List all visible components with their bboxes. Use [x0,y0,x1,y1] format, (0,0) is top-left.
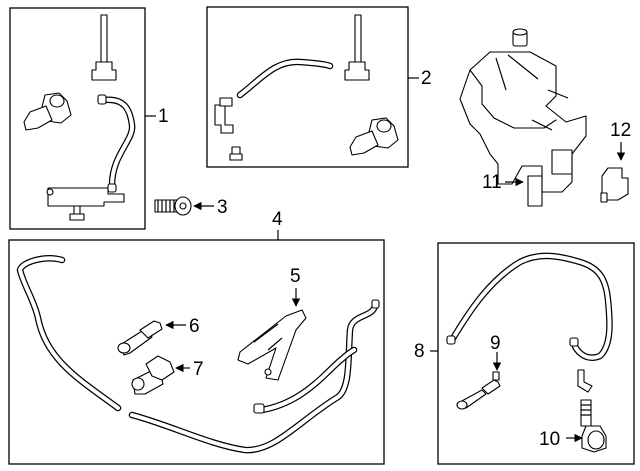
callout-10: 10 [539,429,560,450]
connector-10-part: 10 [539,399,607,453]
group-frame-8 [437,242,635,465]
callout-4: 4 [272,209,283,230]
callout-5: 5 [290,266,301,287]
group-frame-2 [206,6,409,168]
connector-7-part: 7 [131,355,204,395]
callout-7: 7 [193,359,204,380]
group-box-8: 8 9 10 [414,242,635,465]
hose-segment-2 [236,58,334,99]
connector-9-part: 9 [456,333,502,410]
group-box-1: 1 [9,7,169,230]
washer-nozzle-part-2 [349,117,399,156]
washer-nozzle-part [23,92,72,131]
connector-6-part: 6 [117,316,200,356]
group-box-2: 2 [206,6,432,168]
sensor-connector-2 [344,14,370,81]
screw-part: 3 [154,196,228,218]
washer-pump-part: 12 [600,120,631,203]
washer-reservoir: 11 [459,28,587,207]
hose-segment [97,94,136,193]
callout-2: 2 [421,68,432,89]
group-frame-4 [8,239,385,465]
sensor-bracket-2 [214,97,243,161]
hose-clip-part [577,369,593,393]
callout-12: 12 [610,120,631,141]
callout-6: 6 [189,316,200,337]
sensor-bracket [46,187,125,221]
sensor-connector [91,14,117,81]
callout-11: 11 [482,172,502,193]
y-connector-part: 5 [237,266,307,381]
rear-hose [446,252,613,361]
group-frame-1 [9,7,146,230]
callout-1: 1 [158,106,169,127]
callout-9: 9 [490,333,501,354]
group-box-4: 4 5 6 [8,209,385,465]
callout-8: 8 [414,341,425,362]
callout-3: 3 [217,197,228,218]
long-hose [16,255,380,454]
